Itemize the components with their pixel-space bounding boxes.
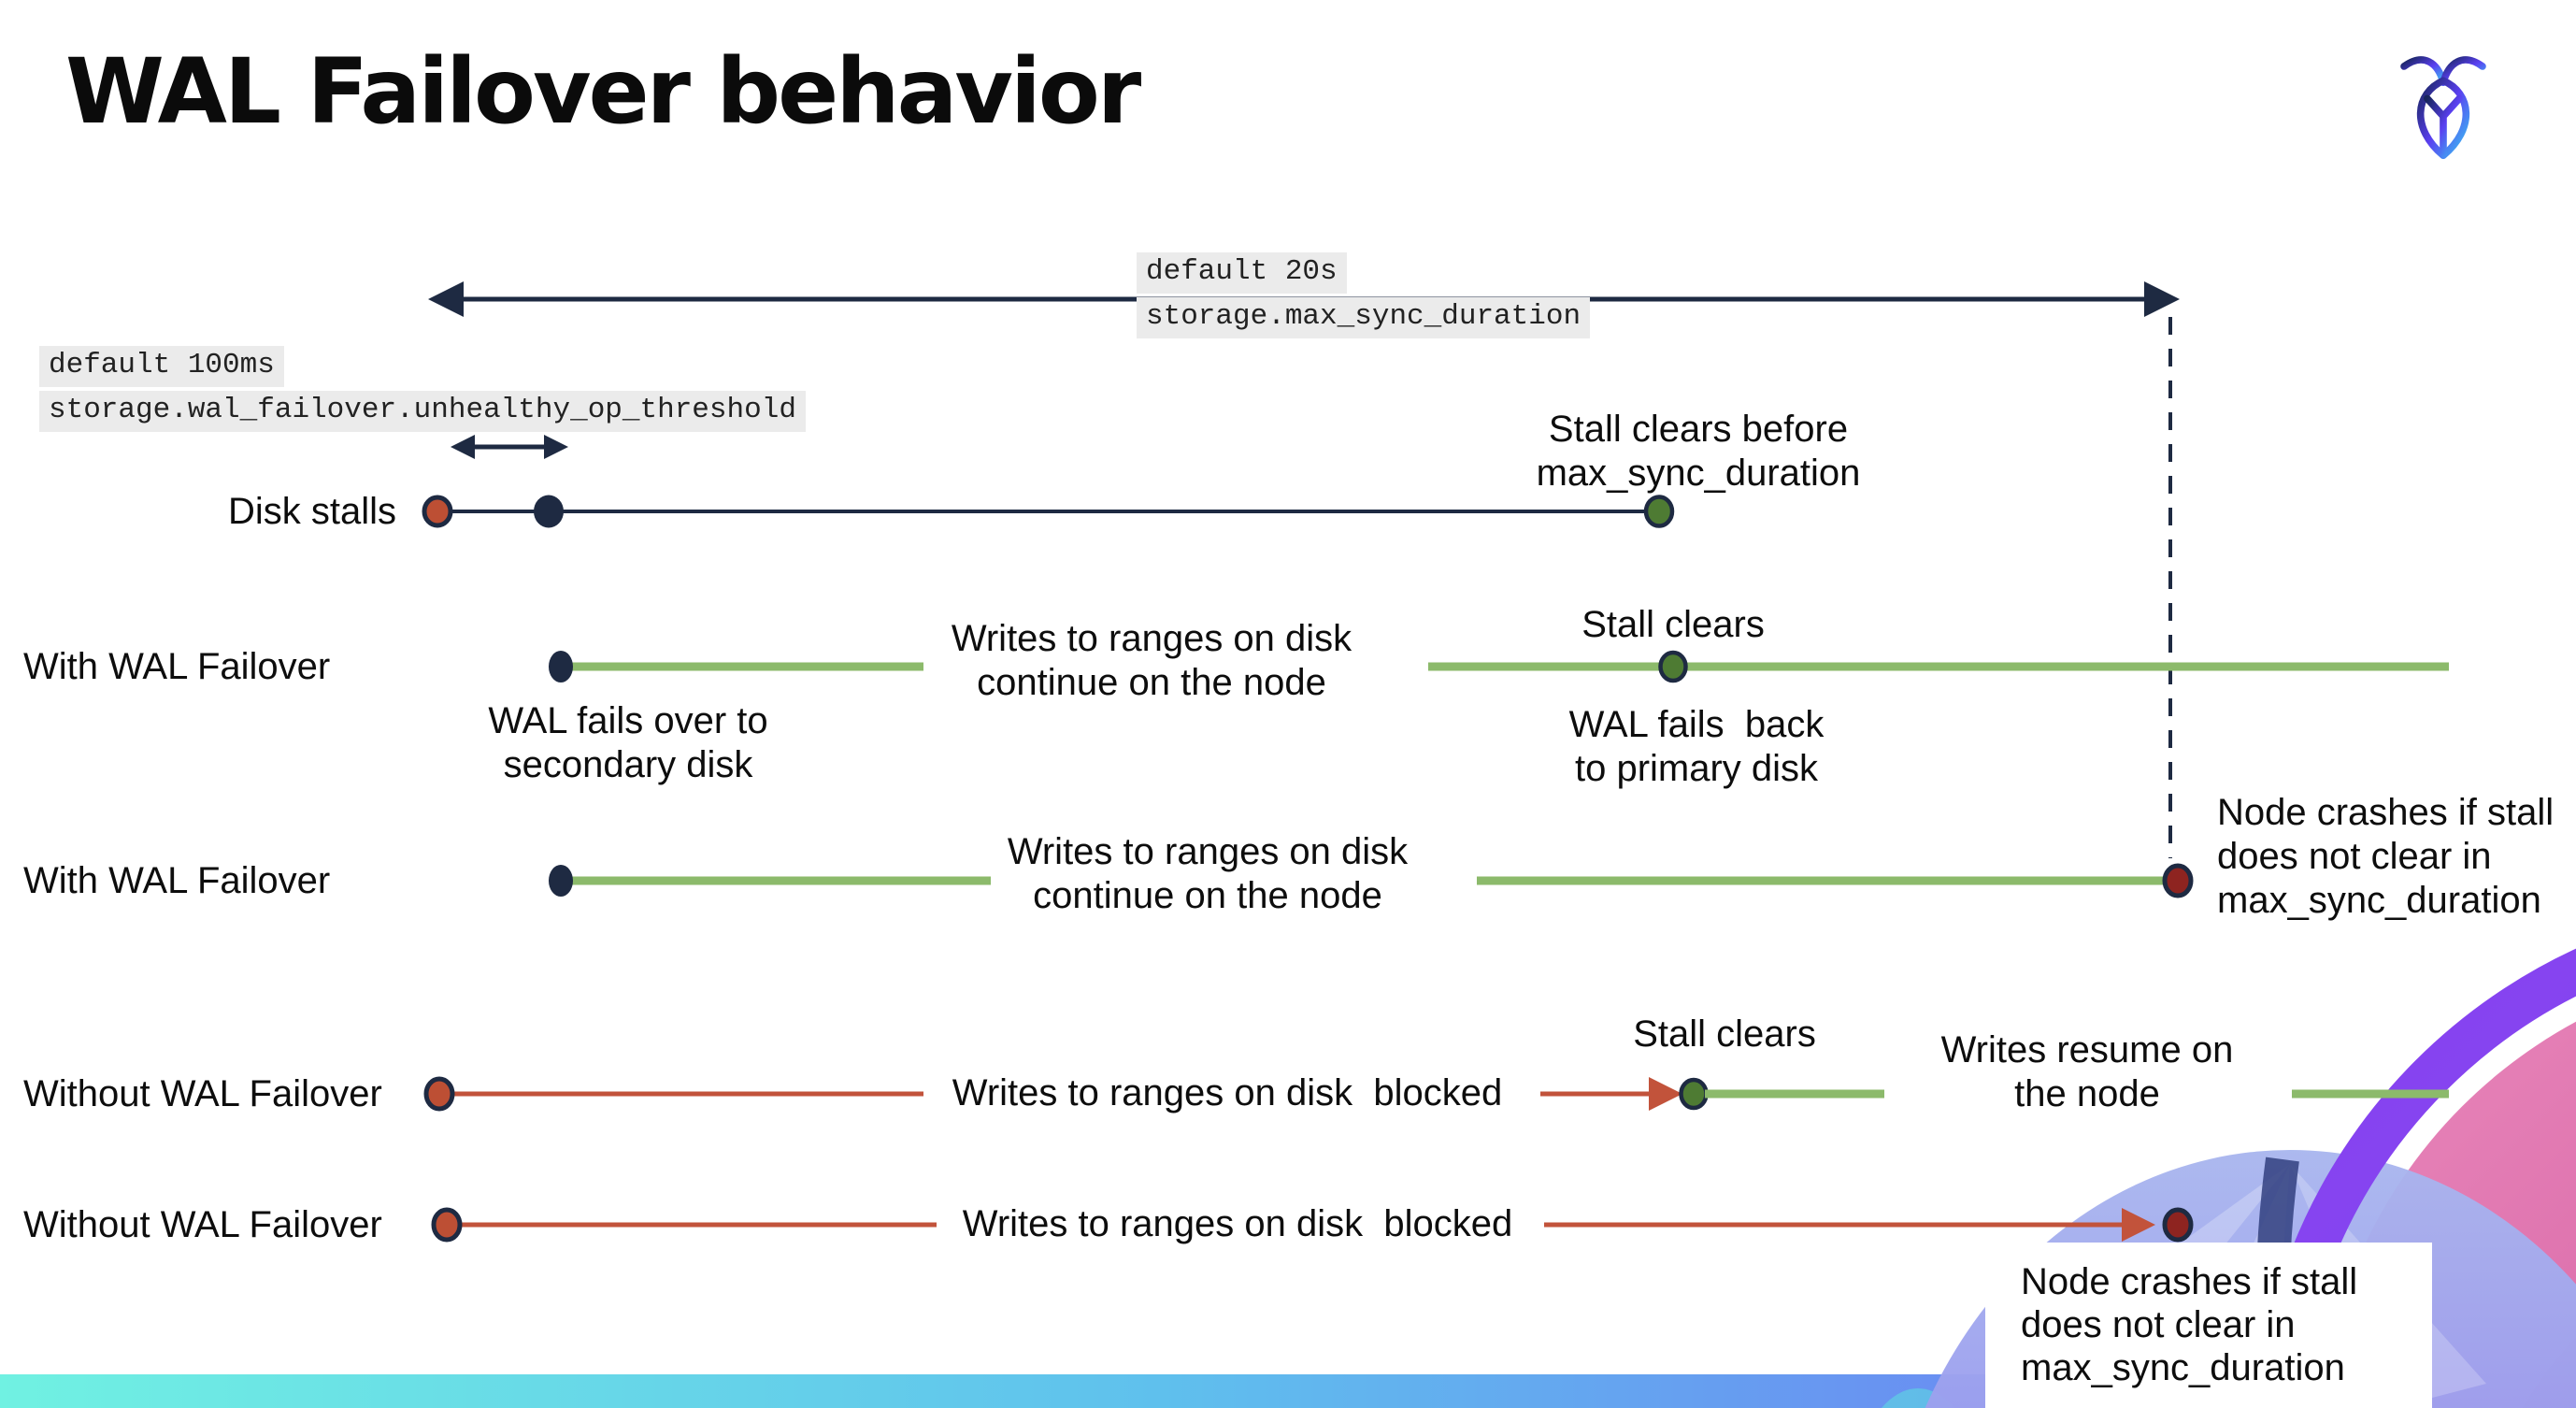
note-wal-fails-over: WAL fails over to secondary disk: [488, 700, 768, 785]
note-stall-clears-1: Stall clears: [1581, 604, 1765, 645]
failover-dot: [549, 651, 573, 682]
span-arrow-head-left: [428, 281, 464, 317]
note-stall-clears-before: Stall clears before max_sync_duration: [1536, 409, 1861, 494]
note-wal-fails-back: WAL fails back to primary disk: [1568, 704, 1825, 789]
note-writes-blocked-2: Writes to ranges on disk blocked: [962, 1203, 1513, 1244]
logo-antenna-right: [2440, 56, 2486, 86]
timeline-without-failover-crash: [431, 1207, 2194, 1243]
note-writes-continue-1: Writes to ranges on disk continue on the…: [951, 618, 1352, 703]
row-label-disk-stalls: Disk stalls: [228, 491, 397, 532]
note-writes-blocked-1: Writes to ranges on disk blocked: [952, 1072, 1503, 1113]
node-crash-dot: [2162, 1207, 2194, 1243]
timeline-without-failover-clears: [423, 1076, 2449, 1112]
callout-max-sync-duration: default 20s storage.max_sync_duration: [1137, 252, 1591, 342]
callout-default-value: default 20s: [1137, 252, 1347, 294]
node-crash-dot: [2162, 863, 2194, 898]
timeline-disk-stalls: [422, 495, 1675, 528]
logo-antenna-left: [2400, 56, 2447, 86]
row-label-with-wal-failover-1: With WAL Failover: [23, 646, 331, 687]
threshold-reached-dot: [534, 495, 564, 528]
span-arrow-head-right: [2144, 281, 2180, 317]
stall-clears-dot: [1679, 1077, 1709, 1111]
threshold-arrow-head-right: [544, 435, 568, 459]
row-label-without-wal-failover-1: Without WAL Failover: [23, 1073, 382, 1114]
blocked-arrow-head: [1649, 1077, 1682, 1111]
disk-stall-start-dot: [423, 1076, 455, 1112]
disk-stall-start-dot: [422, 495, 453, 528]
callout-setting-name: storage.wal_failover.unhealthy_op_thresh…: [39, 391, 806, 432]
note-node-crashes-2: Node crashes if stall does not clear in …: [2021, 1261, 2358, 1388]
page-title: WAL Failover behavior: [65, 39, 1141, 144]
callout-setting-name: storage.max_sync_duration: [1137, 297, 1591, 338]
timeline-with-failover-crash: [549, 863, 2194, 898]
logo-wings: [2424, 94, 2463, 158]
row-label-without-wal-failover-2: Without WAL Failover: [23, 1204, 382, 1245]
timeline-with-failover-clears: [549, 650, 2449, 683]
unhealthy-op-threshold-arrow: [451, 435, 568, 459]
failover-dot: [549, 865, 573, 897]
note-node-crashes-1: Node crashes if stall does not clear in …: [2217, 792, 2555, 921]
note-writes-continue-2: Writes to ranges on disk continue on the…: [1007, 831, 1409, 916]
row-label-with-wal-failover-2: With WAL Failover: [23, 860, 331, 901]
callout-unhealthy-op-threshold: default 100ms storage.wal_failover.unhea…: [39, 346, 806, 436]
disk-stall-start-dot: [431, 1207, 463, 1243]
callout-default-value: default 100ms: [39, 346, 284, 387]
blocked-arrow-head: [2122, 1208, 2155, 1242]
crash-note-card: [1985, 1243, 2432, 1408]
stall-clears-dot: [1643, 495, 1675, 528]
note-stall-clears-2: Stall clears: [1633, 1013, 1816, 1055]
stall-clears-dot: [1658, 650, 1688, 683]
threshold-arrow-head-left: [451, 435, 475, 459]
cockroach-logo-icon: [2400, 56, 2486, 160]
note-writes-resume: Writes resume on the node: [1940, 1029, 2234, 1114]
